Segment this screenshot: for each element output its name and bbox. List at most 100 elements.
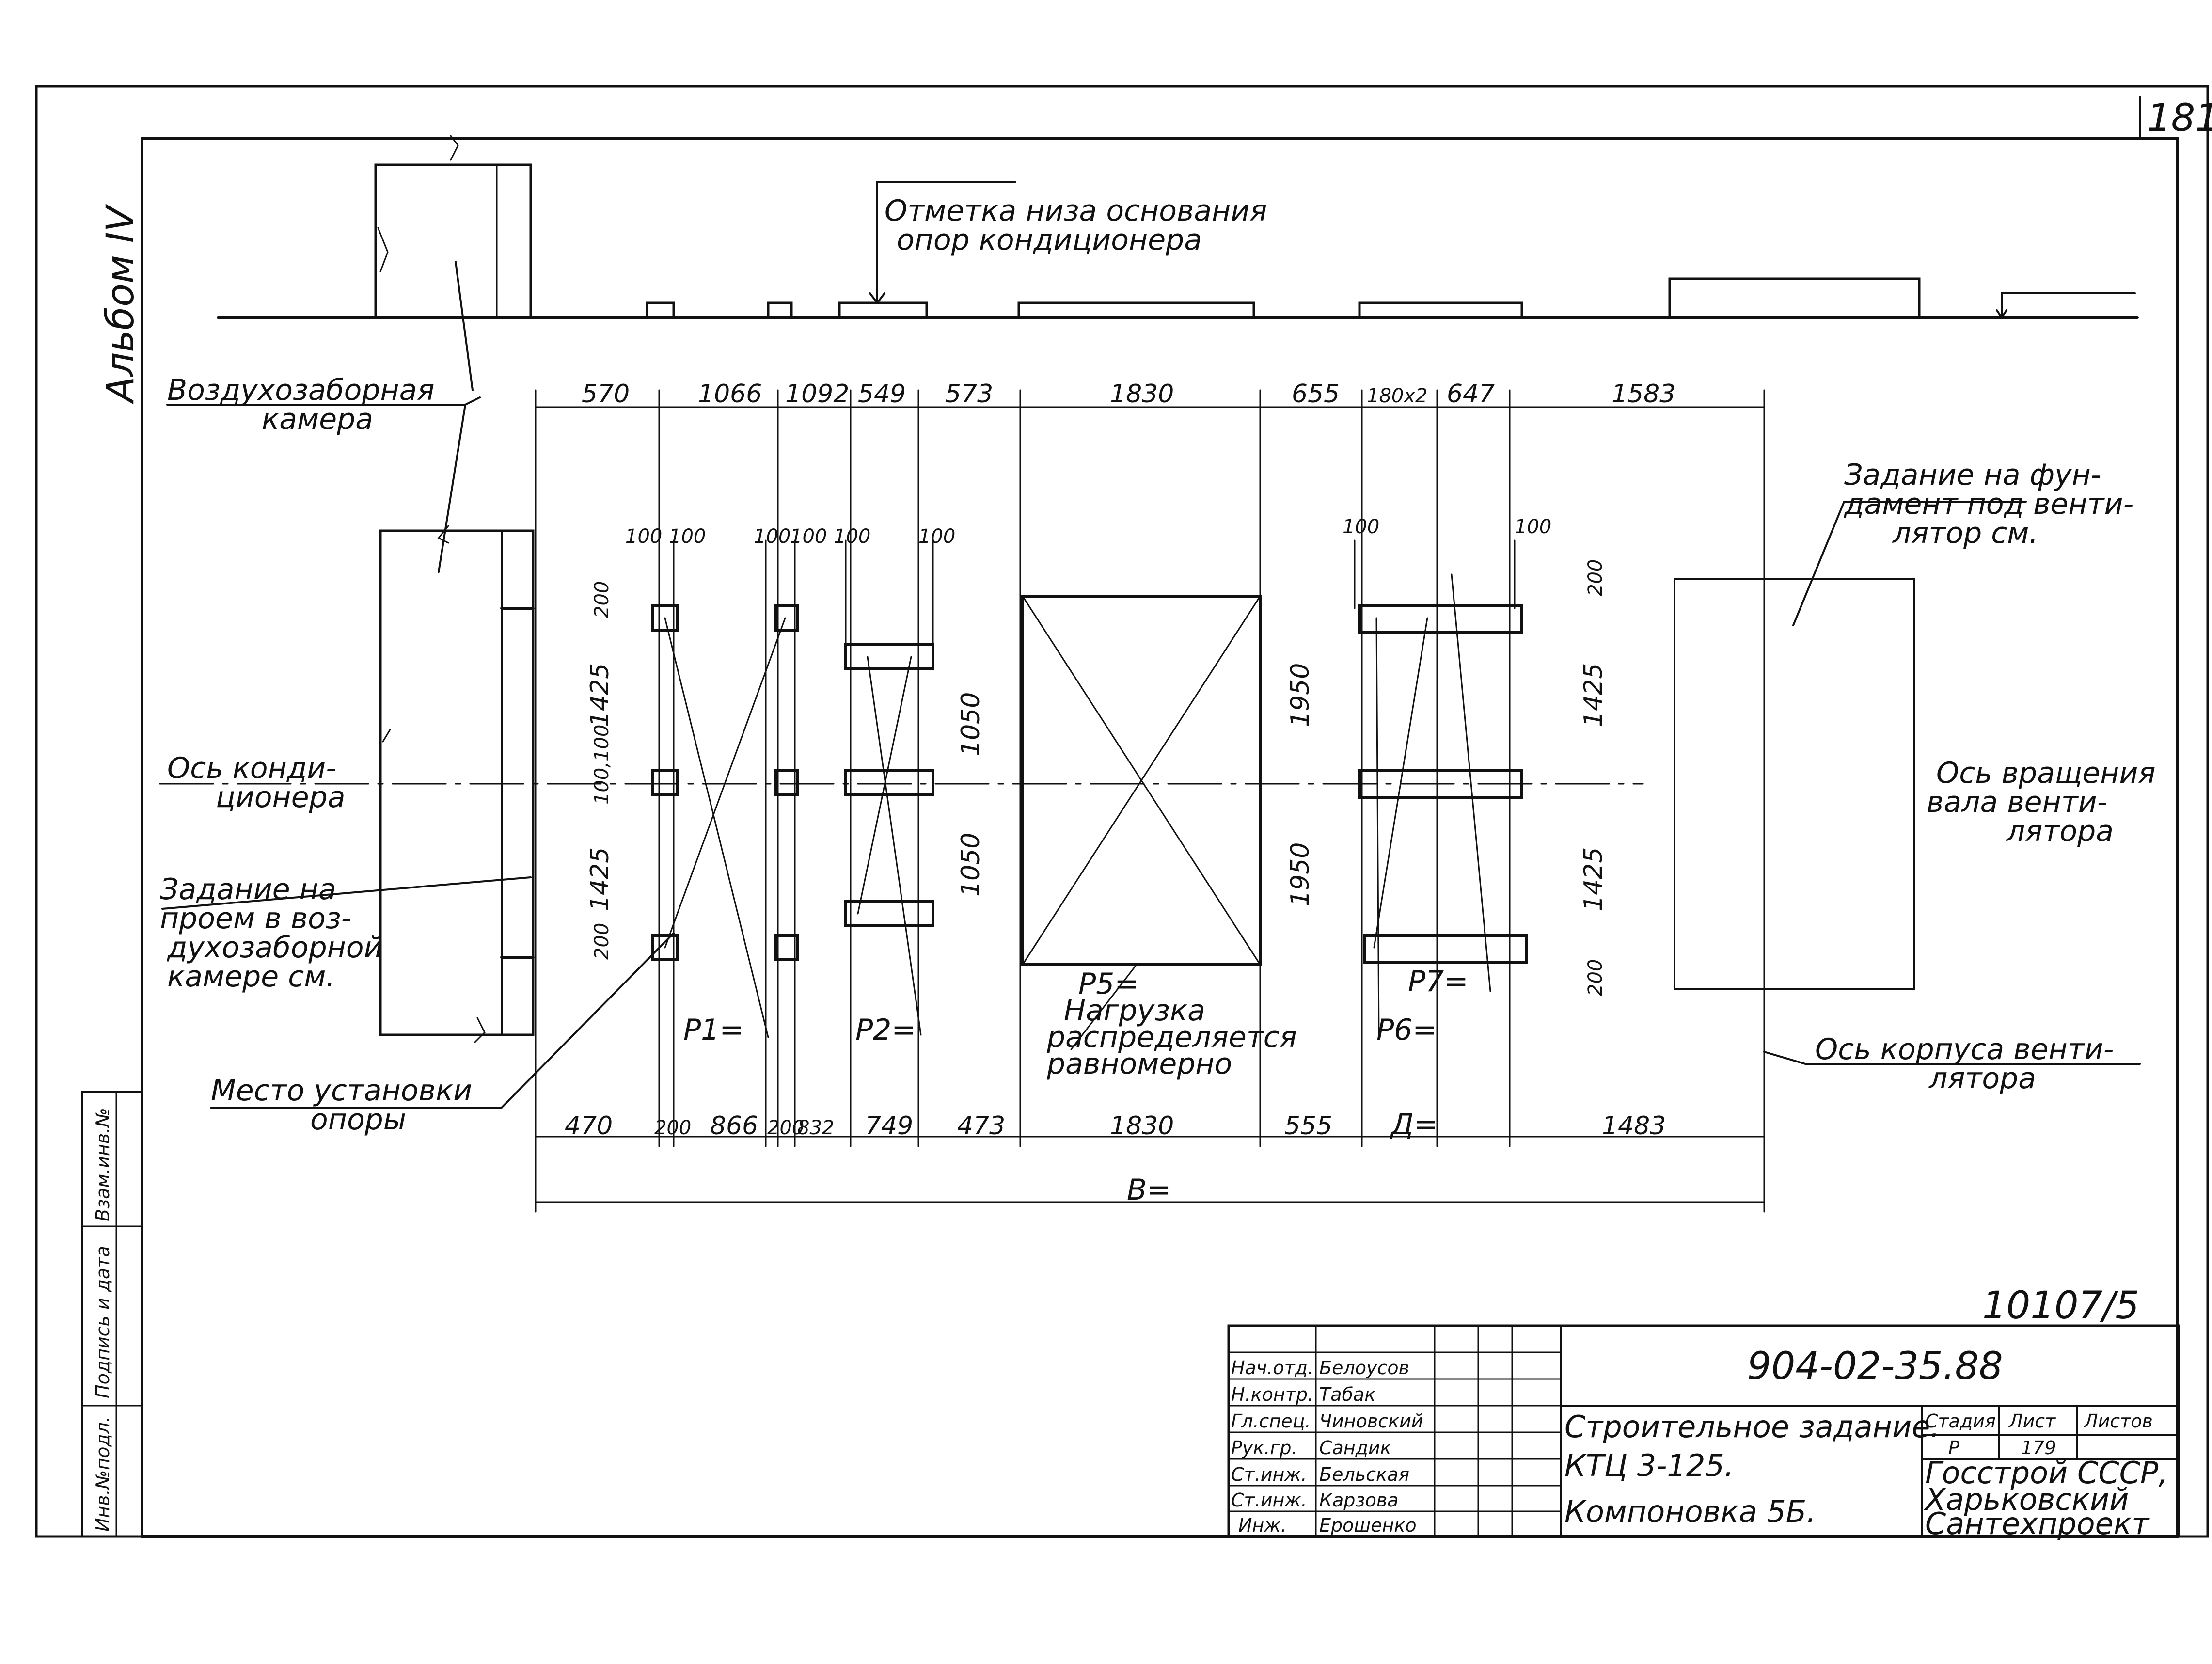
label-casing-axis-1: Ось корпуса венти- — [1815, 1032, 2114, 1066]
tb-role-3: Гл.спец. — [1231, 1410, 1311, 1432]
tb-role-4: Рук.гр. — [1231, 1437, 1297, 1458]
dim-small-200-a: 200 — [591, 581, 613, 618]
stamp-col-replace: Взам.инв.№ — [92, 1108, 113, 1221]
elevation-strip — [217, 135, 2139, 319]
dim-top-6: 1830 — [1110, 380, 1174, 409]
dim-small-1425-d: 1425 — [1579, 847, 1608, 911]
dim-small-200-c: 200 — [1584, 559, 1607, 596]
tb-name-1: Белоусов — [1319, 1357, 1409, 1379]
dim-bottom-10: 1483 — [1602, 1111, 1666, 1141]
label-foundation-1: Задание на фун- — [1844, 458, 2101, 492]
inner-frame — [141, 137, 2179, 1538]
tb-sheet-header: Лист — [2008, 1410, 2056, 1432]
label-p1: P1= — [683, 1013, 744, 1047]
label-p5-1: P5= — [1078, 967, 1139, 1001]
tb-title-3: Компоновка 5Б. — [1564, 1494, 1816, 1529]
label-rot-axis-1: Ось вращения — [1936, 756, 2156, 790]
label-intake-2: камера — [262, 402, 373, 436]
dim-small-1050-a: 1050 — [956, 692, 985, 756]
label-d: Д= — [1390, 1108, 1438, 1141]
tb-org-2: Харьковский — [1924, 1482, 2129, 1517]
label-opening-3: духозаборной — [167, 931, 383, 965]
dim-bottom-2: 200 — [654, 1117, 691, 1139]
tb-stage: Р — [1948, 1437, 1959, 1458]
dim-small-200-b: 200 — [591, 923, 613, 960]
tb-name-5: Бельская — [1319, 1464, 1409, 1485]
dim-top-9: 647 — [1447, 380, 1495, 409]
tb-name-7: Ерошенко — [1319, 1515, 1417, 1536]
label-opening-1: Задание на — [160, 872, 336, 906]
dim-bottom-7: 473 — [957, 1111, 1005, 1141]
tb-title-1: Строительное задание. — [1564, 1409, 1940, 1444]
dim-top-7: 655 — [1292, 380, 1340, 409]
tb-stage-header: Стадия — [1925, 1410, 1996, 1432]
support-pads — [651, 604, 1528, 964]
dim-top-8: 180x2 — [1367, 385, 1427, 407]
dim-top-2: 1066 — [698, 380, 762, 409]
label-p6: P6= — [1376, 1013, 1437, 1047]
dim-top-5: 573 — [945, 380, 993, 409]
stamp-col-sign: Подпись и дата — [92, 1246, 113, 1398]
label-rot-axis-3: лятора — [2006, 814, 2114, 848]
label-p5-3: распределяется — [1046, 1020, 1297, 1054]
album-label: Альбом IV — [99, 204, 142, 405]
side-stamp — [81, 1091, 143, 1537]
tb-role-6: Ст.инж. — [1231, 1490, 1307, 1511]
label-rot-axis-2: вала венти- — [1927, 785, 2107, 819]
tb-name-2: Табак — [1319, 1384, 1375, 1405]
dim-small-1950-b: 1950 — [1286, 842, 1315, 906]
title-block — [1227, 1324, 2180, 1538]
tb-name-6: Карзова — [1319, 1490, 1399, 1511]
dim-top-10: 1583 — [1612, 380, 1675, 409]
tb-sheet-no: 179 — [2021, 1437, 2056, 1458]
dim-small-100100: 100,100 — [591, 725, 613, 805]
label-intake-1: Воздухозаборная — [167, 373, 435, 407]
tb-name-4: Сандик — [1319, 1437, 1391, 1458]
tb-role-1: Нач.отд. — [1231, 1357, 1313, 1379]
dim-small-1425-c: 1425 — [1579, 663, 1608, 727]
tb-org-1: Госстрой СССР, — [1925, 1455, 2168, 1490]
tb-org-3: Сантехпроект — [1925, 1506, 2150, 1541]
tb-doc-number: 904-02-35.88 — [1747, 1345, 2003, 1388]
load-area-p5 — [1021, 595, 1262, 966]
label-opening-2: проем в воз- — [160, 902, 351, 935]
label-support-1: Место установки — [211, 1074, 472, 1108]
label-casing-axis-2: лятора — [1928, 1062, 2036, 1095]
dim-top-4: 549 — [858, 380, 906, 409]
dim-bottom-1: 470 — [565, 1111, 613, 1141]
dim-small-100-g: 100 — [1343, 516, 1379, 538]
label-elevation-2: опор кондиционера — [897, 223, 1202, 257]
dim-small-1050-b: 1050 — [956, 833, 985, 897]
label-opening-4: камере см. — [167, 960, 335, 994]
label-p7: P7= — [1408, 965, 1469, 998]
dim-bottom-9: 555 — [1284, 1111, 1332, 1141]
label-p5-4: равномерно — [1046, 1047, 1232, 1081]
dim-small-100-a: 100 — [625, 525, 662, 548]
dim-small-200-d: 200 — [1584, 959, 1607, 996]
label-b: В= — [1127, 1173, 1171, 1207]
tb-role-5: Ст.инж. — [1231, 1464, 1307, 1485]
dim-bottom-5: 832 — [797, 1117, 834, 1139]
label-axis-cond-2: ционера — [216, 780, 346, 814]
label-p2: P2= — [855, 1013, 916, 1047]
dim-top-1: 570 — [582, 380, 630, 409]
dim-top-3: 1092 — [785, 380, 849, 409]
page-number: 181 — [2147, 96, 2212, 140]
label-foundation-3: лятор см. — [1892, 516, 2038, 550]
dim-bottom-3: 866 — [710, 1111, 758, 1141]
tb-role-7: Инж. — [1238, 1515, 1287, 1536]
tb-sheets-header: Листов — [2083, 1410, 2153, 1432]
sheet-code: 10107/5 — [1982, 1284, 2139, 1328]
label-elevation-1: Отметка низа основания — [885, 194, 1267, 228]
tb-name-3: Чиновский — [1319, 1410, 1423, 1432]
tb-title-2: КТЦ 3-125. — [1564, 1448, 1734, 1483]
fan-foundation — [1674, 578, 1915, 990]
dim-small-1425-b: 1425 — [585, 847, 615, 911]
load-diagonals — [664, 573, 1491, 1050]
tb-role-2: Н.контр. — [1231, 1384, 1313, 1405]
leader-lines — [159, 261, 2141, 1109]
dim-small-100-b: 100 — [669, 525, 706, 548]
dim-bottom-8: 1830 — [1110, 1111, 1174, 1141]
dim-small-100-d: 100 — [790, 525, 827, 548]
